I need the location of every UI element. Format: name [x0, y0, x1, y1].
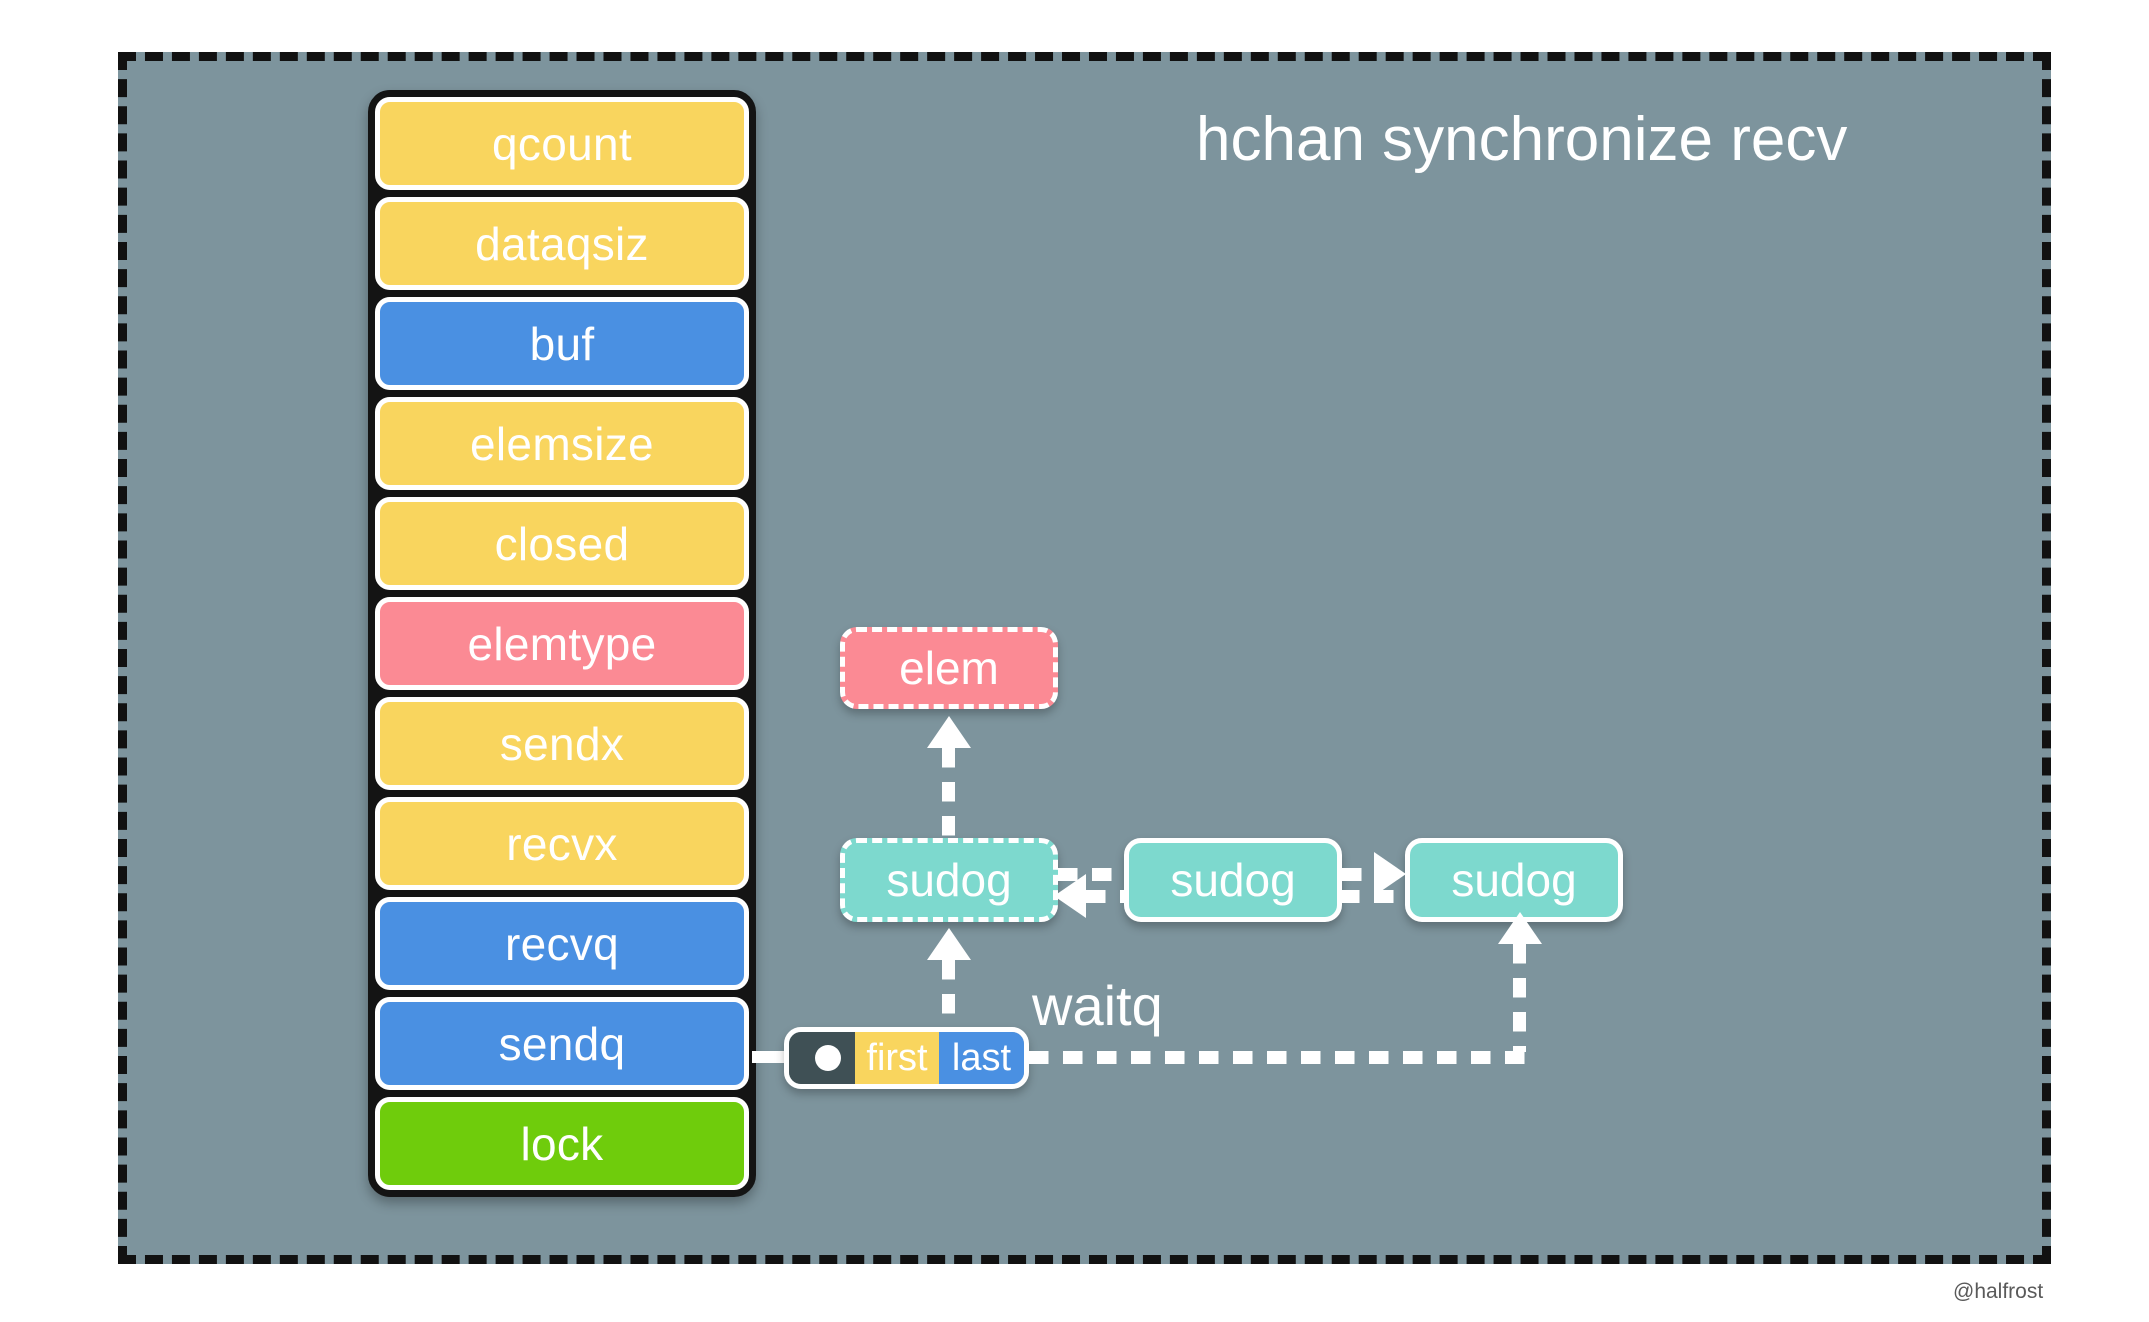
sudog-node-2: sudog	[1124, 838, 1342, 922]
arrowhead-last-to-sudog3	[1498, 912, 1542, 944]
hchan-struct-stack: qcount dataqsiz buf elemsize closed elem…	[368, 90, 756, 1197]
arrowhead-sudog2-to-sudog3	[1374, 852, 1406, 896]
edge-sudog2-to-sudog3	[1342, 868, 1374, 881]
field-elemtype: elemtype	[375, 597, 749, 690]
field-closed: closed	[375, 497, 749, 590]
edge-sudog2-to-sudog1	[1086, 890, 1126, 903]
waitq-last-cell: last	[939, 1032, 1024, 1084]
pointer-dot-icon	[789, 1032, 855, 1084]
field-sendq: sendq	[375, 997, 749, 1090]
sudog-node-3: sudog	[1405, 838, 1623, 922]
waitq-label: waitq	[1032, 974, 1163, 1037]
edge-last-to-sudog3-vertical	[1513, 944, 1526, 1052]
field-lock: lock	[375, 1097, 749, 1190]
arrowhead-sudog1-to-elem	[927, 716, 971, 748]
edge-last-to-sudog3-horizontal	[1029, 1051, 1526, 1064]
waitq-pointer-box: first last	[784, 1027, 1029, 1089]
elem-node: elem	[840, 627, 1058, 709]
page-title: hchan synchronize recv	[1196, 105, 1848, 174]
field-sendx: sendx	[375, 697, 749, 790]
arrowhead-first-to-sudog1	[927, 928, 971, 960]
edge-first-to-sudog1	[942, 960, 955, 1028]
watermark: @halfrost	[1953, 1280, 2044, 1303]
waitq-first-cell: first	[855, 1032, 939, 1084]
sudog-node-1: sudog	[840, 838, 1058, 922]
arrowhead-sudog2-to-sudog1	[1054, 874, 1086, 918]
field-elemsize: elemsize	[375, 397, 749, 490]
edge-sudog1-to-elem	[942, 748, 955, 840]
field-recvq: recvq	[375, 897, 749, 990]
field-recvx: recvx	[375, 797, 749, 890]
field-qcount: qcount	[375, 97, 749, 190]
edge-sudog3-to-sudog2	[1340, 890, 1406, 903]
field-dataqsiz: dataqsiz	[375, 197, 749, 290]
field-buf: buf	[375, 297, 749, 390]
